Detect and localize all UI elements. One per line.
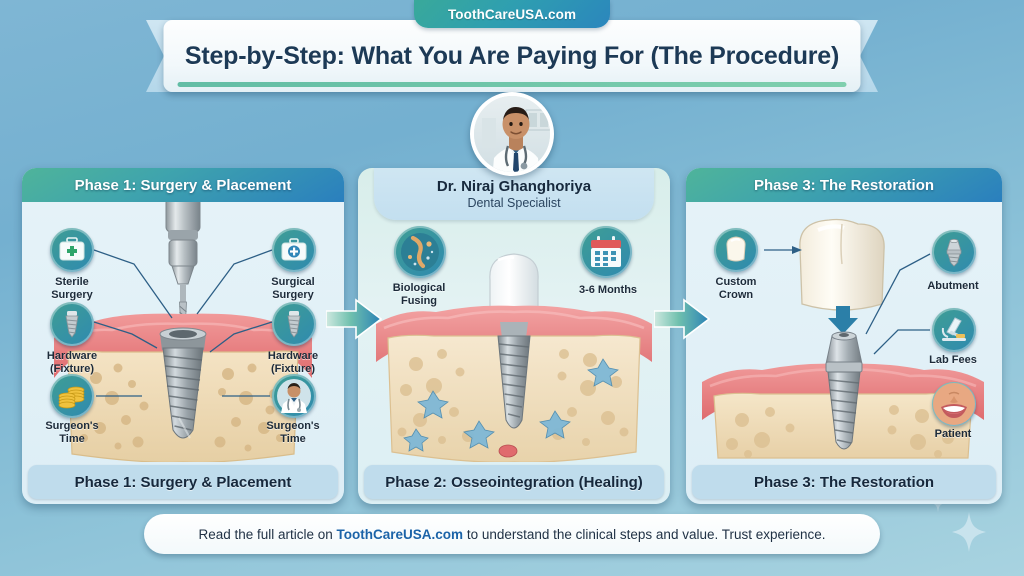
badge-patient[interactable] [932,382,976,426]
panel-phase-3-footer: Phase 3: The Restoration [692,465,996,499]
microscope-icon [941,317,966,341]
caption-hardware-fixture-right: Hardware (Fixture) [267,350,319,375]
caption-surgeons-time-right: Surgeon's Time [266,420,320,445]
panel-phase-1-footer-label: Phase 1: Surgery & Placement [74,473,292,491]
phases-row: Phase 1: Surgery & Placement [0,168,1024,508]
medical-bag-icon [281,238,307,261]
footer-text: Read the full article on ToothCareUSA.co… [198,527,825,542]
abutment-post-icon [946,239,962,267]
badge-hardware-fixture-right[interactable] [272,302,316,346]
healing-implant-bone-cells [376,253,652,462]
caption-custom-crown: Custom Crown [715,276,757,301]
caption-abutment: Abutment [927,280,979,292]
panel-phase-3-footer-label: Phase 3: The Restoration [753,473,935,491]
panel-phase-1: Phase 1: Surgery & Placement [22,168,344,504]
panel-phase-1-footer: Phase 1: Surgery & Placement [28,465,338,499]
caption-sterile-surgery: Sterile Surgery [51,276,93,301]
panel-phase-3-body: Custom Crown Abutment [686,202,1002,462]
badge-surgeons-time-left[interactable] [50,374,94,418]
panel-phase-1-body: Sterile Surgery Hardware (Fixture) [22,202,344,462]
doctor-role: Dental Specialist [467,196,561,210]
badge-biological-fusing[interactable] [394,226,446,278]
caption-patient: Patient [934,428,972,440]
panel-phase-2-footer: Phase 2: Osseointegration (Healing) [364,465,664,499]
panel-phase-2-body: Biological Fusing 3-6 Months [358,168,670,462]
panel-phase-3: Phase 3: The Restoration [686,168,1002,504]
panel-phase-3-header: Phase 3: The Restoration [686,168,1002,202]
tooth-crown-icon [726,236,746,262]
badge-surgeons-time-right[interactable] [272,374,316,418]
arrow-phase2-to-phase3 [654,298,710,340]
footer-bar: Read the full article on ToothCareUSA.co… [144,514,880,554]
panel-phase-3-header-label: Phase 3: The Restoration [753,176,935,194]
brand-tab[interactable]: ToothCareUSA.com [414,0,610,28]
badge-lab-fees[interactable] [932,308,976,352]
page-title: Step-by-Step: What You Are Paying For (T… [184,41,840,70]
arrow-phase1-to-phase2 [326,298,382,340]
sparkle-decoration [952,512,986,552]
footer-text-after: to understand the clinical steps and val… [463,526,826,542]
panel-phase-1-header: Phase 1: Surgery & Placement [22,168,344,202]
panel-phase-1-header-label: Phase 1: Surgery & Placement [74,176,292,194]
caption-biological-fusing: Biological Fusing [392,282,446,307]
smiling-mouth-icon [933,383,975,425]
badge-3-6-months[interactable] [580,226,632,278]
doctor-card: Dr. Niraj Ghanghoriya Dental Specialist [374,168,654,220]
first-aid-kit-icon [59,237,85,261]
brand-tab-label: ToothCareUSA.com [447,6,577,22]
title-underline [177,82,847,87]
caption-lab-fees: Lab Fees [929,354,977,366]
badge-custom-crown[interactable] [714,228,758,272]
avatar [470,92,554,176]
header-area: Step-by-Step: What You Are Paying For (T… [0,0,1024,105]
crown-abutment-implant-restoration [702,218,984,459]
caption-surgeons-time-left: Surgeon's Time [45,420,99,445]
phase1-connector-lines [93,249,273,397]
caption-surgical-surgery: Surgical Surgery [271,276,315,301]
title-card: Step-by-Step: What You Are Paying For (T… [163,20,861,92]
doctor-name: Dr. Niraj Ghanghoriya [436,178,592,195]
surgeon-avatar-icon [277,379,311,413]
dentist-portrait-photo [474,96,550,172]
badge-abutment[interactable] [932,230,976,274]
badge-surgical-surgery[interactable] [272,228,316,272]
implant-screw-icon [287,311,301,338]
caption-hardware-fixture-left: Hardware (Fixture) [46,350,98,375]
implant-screw-icon [65,311,79,338]
caption-3-6-months: 3-6 Months [578,284,638,296]
bone-cell-biology-icon [401,233,439,271]
panel-phase-2-footer-label: Phase 2: Osseointegration (Healing) [385,473,643,491]
footer-link[interactable]: ToothCareUSA.com [336,526,464,542]
gold-coins-icon [58,386,85,409]
calendar-icon [591,236,621,267]
panel-phase-2: Dr. Niraj Ghanghoriya Dental Specialist [358,168,670,504]
phase3-connector-lines [764,246,931,355]
footer-text-before: Read the full article on [198,526,337,542]
badge-sterile-surgery[interactable] [50,228,94,272]
badge-hardware-fixture-left[interactable] [50,302,94,346]
